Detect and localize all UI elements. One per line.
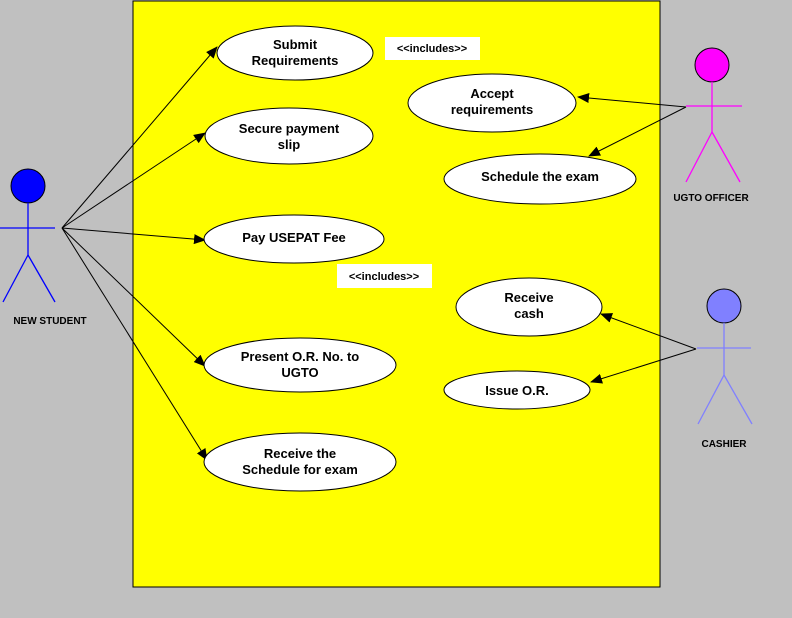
assoc-officer-schedule-exam (588, 106, 687, 157)
note-includes-middle-text: <<includes>> (349, 271, 419, 283)
use-case-submit-requirements-shape (216, 25, 374, 81)
use-case-submit-requirements-line1: Submit (273, 37, 318, 52)
use-case-receive-cash[interactable]: Receive cash (455, 277, 603, 337)
use-case-present-or-no-shape (203, 337, 397, 393)
actor-ugto-officer-head (694, 47, 730, 83)
use-case-pay-usepat-fee[interactable]: Pay USEPAT Fee (203, 214, 385, 264)
assoc-student-receive-schedule (61, 227, 208, 461)
assoc-cashier-receive-cash (600, 313, 697, 350)
actor-cashier-leg-right (723, 374, 753, 425)
assoc-student-present-or-no (61, 227, 206, 367)
actor-ugto-officer-leg-right (711, 131, 741, 183)
assoc-student-submit-requirements (61, 46, 218, 229)
use-case-schedule-exam-line1: Schedule the exam (481, 169, 599, 184)
use-case-receive-schedule[interactable]: Receive the Schedule for exam (203, 432, 397, 492)
use-case-receive-schedule-line1: Receive the (264, 446, 336, 461)
actor-new-student-head (10, 168, 46, 204)
use-case-receive-schedule-line2: Schedule for exam (242, 462, 358, 477)
use-case-accept-requirements-line2: requirements (451, 102, 533, 117)
use-case-present-or-no-line2: UGTO (281, 365, 318, 380)
use-case-accept-requirements-shape (407, 73, 577, 133)
note-includes-middle-box (337, 264, 432, 288)
note-includes-middle: <<includes>> (337, 264, 432, 288)
use-case-receive-cash-line2: cash (514, 306, 544, 321)
actor-cashier[interactable]: CASHIER (697, 288, 753, 450)
use-case-present-or-no-line1: Present O.R. No. to (241, 349, 360, 364)
actor-new-student[interactable]: NEW STUDENT (0, 168, 87, 327)
use-case-submit-requirements-line2: Requirements (252, 53, 339, 68)
actor-ugto-officer[interactable]: UGTO OFFICER (673, 47, 749, 204)
assoc-cashier-issue-or (590, 348, 697, 384)
assoc-student-pay-usepat-fee (61, 227, 206, 245)
use-case-secure-payment-slip-line1: Secure payment (239, 121, 340, 136)
actor-new-student-leg-right (27, 254, 56, 303)
assoc-officer-accept-requirements (577, 93, 687, 108)
use-case-schedule-exam-shape (443, 153, 637, 205)
use-case-receive-cash-shape (455, 277, 603, 337)
use-case-accept-requirements-line1: Accept (470, 86, 514, 101)
note-includes-top-text: <<includes>> (397, 43, 467, 55)
use-case-secure-payment-slip[interactable]: Secure payment slip (204, 107, 374, 165)
actor-new-student-leg-left (2, 254, 29, 303)
actor-cashier-label: CASHIER (701, 439, 747, 450)
use-case-issue-or-shape (443, 370, 591, 410)
actor-cashier-head (706, 288, 742, 324)
actor-cashier-leg-left (697, 374, 725, 425)
use-case-pay-usepat-fee-shape (203, 214, 385, 264)
note-includes-top: <<includes>> (385, 37, 480, 60)
use-case-pay-usepat-fee-line1: Pay USEPAT Fee (242, 230, 346, 245)
use-case-secure-payment-slip-line2: slip (278, 137, 300, 152)
actor-ugto-officer-label: UGTO OFFICER (673, 193, 749, 204)
use-case-receive-schedule-shape (203, 432, 397, 492)
actor-new-student-label: NEW STUDENT (13, 316, 86, 327)
note-includes-top-box (385, 37, 480, 60)
use-case-submit-requirements[interactable]: Submit Requirements (216, 25, 374, 81)
use-case-schedule-exam[interactable]: Schedule the exam (443, 153, 637, 205)
use-case-issue-or-line1: Issue O.R. (485, 383, 549, 398)
assoc-student-secure-payment-slip (61, 132, 206, 229)
use-case-issue-or[interactable]: Issue O.R. (443, 370, 591, 410)
use-case-accept-requirements[interactable]: Accept requirements (407, 73, 577, 133)
actor-ugto-officer-leg-left (685, 131, 713, 183)
use-case-receive-cash-line1: Receive (504, 290, 553, 305)
use-case-secure-payment-slip-shape (204, 107, 374, 165)
use-case-present-or-no[interactable]: Present O.R. No. to UGTO (203, 337, 397, 393)
